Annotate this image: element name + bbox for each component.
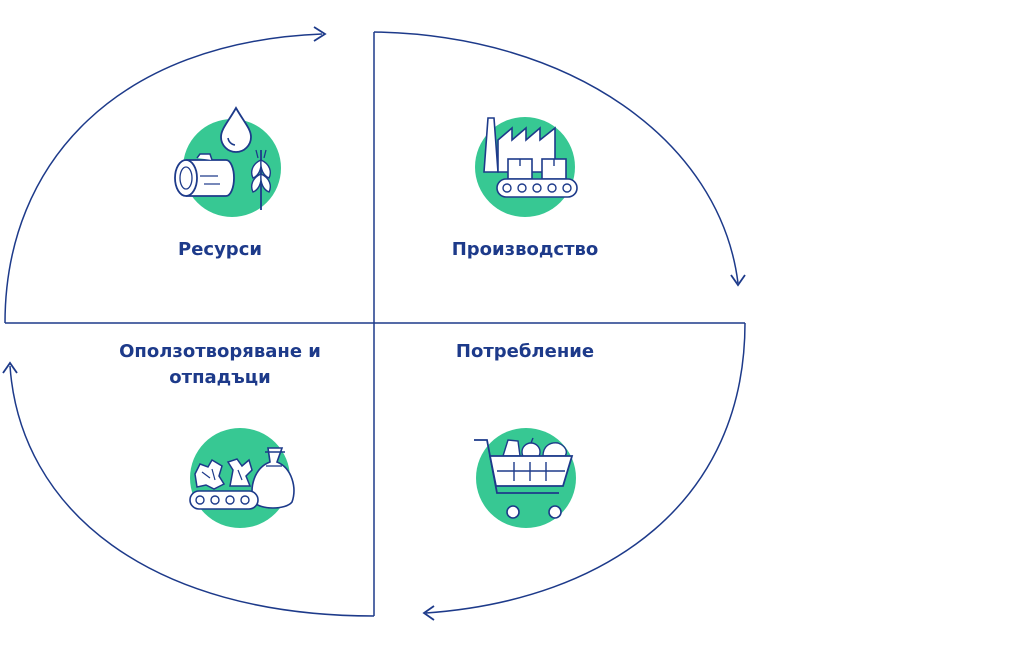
arc-resources	[4, 33, 323, 324]
arrow-right-icon	[313, 26, 327, 42]
arc-waste	[9, 365, 375, 617]
log-water-wheat-icon	[174, 106, 281, 217]
factory-conveyor-icon	[475, 117, 578, 217]
stage-label-production: Производство	[451, 239, 599, 260]
arc-consumption	[425, 322, 746, 614]
arrow-down-icon	[730, 274, 746, 287]
arrow-left-icon	[422, 605, 435, 621]
arrow-up-icon	[2, 361, 18, 374]
arc-production	[373, 31, 739, 284]
stage-label-consumption: Потребление	[455, 341, 595, 362]
shopping-cart-icon	[474, 428, 576, 528]
recycling-conveyor-bag-icon	[189, 428, 295, 528]
stage-label-resources: Ресурси	[178, 239, 262, 260]
stage-label-waste: Оползотворяване и отпадъци	[119, 341, 321, 388]
